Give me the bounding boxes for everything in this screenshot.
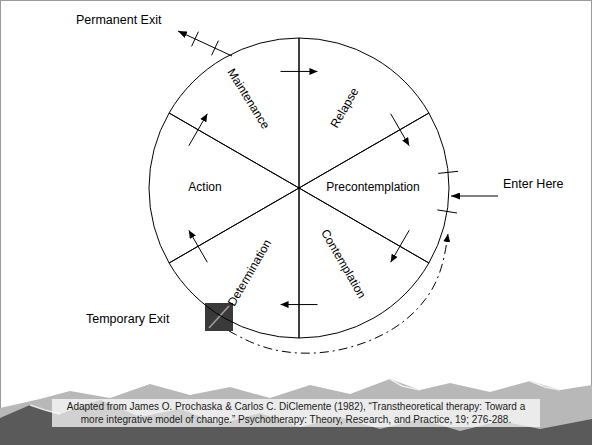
entry-arrow xyxy=(451,196,498,197)
stage-name: Action xyxy=(188,181,221,194)
sector-shape xyxy=(297,186,431,340)
gate-tick xyxy=(212,41,219,56)
mountain-range-front xyxy=(0,400,592,445)
sector-outline xyxy=(299,188,429,338)
sector-outline xyxy=(299,38,429,188)
exit-gate-slash xyxy=(209,306,229,328)
sector-shape xyxy=(147,111,301,265)
stage-exit-label: Permanent Exit xyxy=(76,13,161,27)
sector-shape xyxy=(167,186,301,340)
stage-name: Maintenance xyxy=(224,66,272,131)
stage-name: Precontemplation xyxy=(326,181,419,194)
exit-gate-block xyxy=(205,303,233,331)
sector-outline xyxy=(169,188,299,338)
mountain-range-back xyxy=(0,379,592,445)
citation-caption: Adapted from James O. Prochaska & Carlos… xyxy=(52,399,540,427)
sector-shape xyxy=(297,36,431,190)
stage-name: Determination xyxy=(226,237,275,308)
stage-exit-label: Temporary Exit xyxy=(86,312,169,326)
stage-sector: Action xyxy=(147,111,301,265)
sector-outline xyxy=(169,38,299,188)
sector-shape xyxy=(167,36,301,190)
sector-outline xyxy=(149,113,299,263)
exit-arrow xyxy=(178,31,232,56)
mountain-snow xyxy=(530,381,560,390)
stage-sector: Precontemplation xyxy=(297,111,451,265)
mountain-snow xyxy=(390,379,420,390)
stage-sector: Determination xyxy=(167,186,301,340)
stage-sector: Maintenance xyxy=(167,36,301,190)
gate-tick xyxy=(192,32,199,47)
stage-sector: Relapse xyxy=(297,36,431,190)
stage-name: Relapse xyxy=(328,86,361,131)
stage-name: Contemplation xyxy=(318,227,368,301)
stage-sector: Contemplation xyxy=(297,186,431,340)
stage-exit-label: Enter Here xyxy=(503,177,563,191)
